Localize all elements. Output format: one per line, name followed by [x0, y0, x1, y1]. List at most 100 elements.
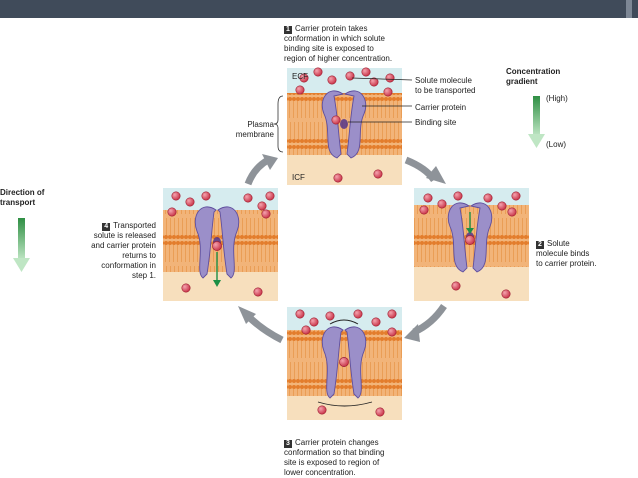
cycle-arrow-3-to-4: [245, 313, 284, 344]
solute-molecule: [325, 311, 335, 321]
membrane-brace: [273, 95, 284, 153]
carrier-protein-right: [343, 90, 367, 159]
cycle-arrow-1-to-2-head: [426, 166, 446, 184]
binding-site: [340, 119, 348, 129]
solute-molecule: [423, 193, 433, 203]
release-arrowhead: [213, 280, 221, 287]
panel-step-2: [414, 188, 529, 301]
solute-molecule: [383, 87, 393, 97]
plasma-membrane-label: Plasma membrane: [235, 120, 274, 139]
solute-molecule: [265, 191, 275, 201]
carrier-protein-left: [321, 326, 344, 399]
gradient-high-label: (High): [546, 94, 568, 103]
panel-step-3: [287, 307, 402, 420]
top-bar: [0, 0, 638, 18]
ecf-label: ECF: [292, 72, 308, 81]
cycle-arrow-2-to-3-head: [404, 324, 420, 342]
solute-molecule: [497, 201, 507, 211]
solute-molecule: [243, 193, 253, 203]
solute-molecule: [253, 287, 263, 297]
solute-leader: [351, 77, 413, 81]
solute-molecule: [313, 67, 323, 77]
solute-molecule: [212, 241, 222, 251]
icf-label: ICF: [292, 173, 305, 182]
carrier-protein-right: [469, 202, 493, 273]
solute-molecule: [261, 209, 271, 219]
solute-molecule: [419, 205, 429, 215]
gradient-low-label: (Low): [546, 140, 567, 149]
step-4-number: 4: [102, 223, 111, 231]
solute-molecule: [483, 193, 493, 203]
step-2-description: Solute molecule binds to carrier protein…: [536, 239, 597, 268]
solute-molecule: [295, 85, 305, 95]
solute-molecule: [181, 283, 191, 293]
icf-region: [287, 396, 402, 420]
direction-of-transport-arrowhead: [13, 258, 30, 272]
carrier-protein-label: Carrier protein: [415, 103, 467, 112]
solute-molecule: [451, 281, 461, 291]
solute-molecule: [465, 235, 475, 245]
direction-of-transport-arrow: [18, 218, 25, 260]
solute-molecule: [511, 191, 521, 201]
panel-step-1: [273, 67, 413, 185]
solute-molecule: [369, 77, 379, 87]
solute-molecule: [387, 327, 397, 337]
conformation-arrow-bottom: [317, 401, 373, 407]
solute-molecule: [339, 357, 349, 367]
panel-step-4: [163, 188, 278, 301]
solute-molecule: [185, 197, 195, 207]
icf-region: [163, 272, 278, 301]
solute-molecule: [301, 325, 311, 335]
solute-molecule: [507, 207, 517, 217]
binding-site-label: Binding site: [415, 118, 457, 127]
cycle-arrow-3-to-4-head: [238, 306, 256, 324]
concentration-gradient-arrowhead: [528, 134, 545, 148]
solute-molecule: [353, 309, 363, 319]
carrier-protein-left: [194, 206, 217, 279]
solute-molecule: [257, 201, 267, 211]
solute-molecule: [317, 405, 327, 415]
solute-molecule: [345, 71, 355, 81]
carrier-protein-left: [447, 202, 471, 273]
step-1-description: Carrier protein takes conformation in wh…: [284, 24, 393, 63]
top-bar-marker: [626, 0, 632, 18]
cycle-arrow-4-to-1-head: [262, 154, 278, 170]
solute-molecule: [387, 309, 397, 319]
solute-molecule: [501, 289, 511, 299]
icf-region: [414, 267, 529, 301]
carrier-protein-right: [344, 326, 367, 399]
direction-of-transport-title: Direction of transport: [0, 188, 45, 207]
cycle-arrow-2-to-3: [412, 304, 447, 336]
solute-molecule: [361, 67, 371, 77]
step-2-number: 2: [536, 241, 544, 249]
solute-molecule: [201, 191, 211, 201]
solute-molecule: [371, 317, 381, 327]
solute-molecule: [295, 309, 305, 319]
concentration-gradient-title: Concentration gradient: [506, 67, 561, 86]
solute-molecule: [327, 75, 337, 85]
conformation-arrow-top: [329, 319, 359, 325]
step-4-description: Transported solute is released and carri…: [91, 221, 156, 280]
solute-molecule: [373, 169, 383, 179]
solute-molecule: [309, 317, 319, 327]
binding-arrowhead: [466, 228, 474, 234]
solute-molecule: [333, 173, 343, 183]
solute-molecule: [453, 191, 463, 201]
step-3-number: 3: [284, 440, 292, 448]
cycle-arrow-4-to-1: [244, 156, 270, 186]
solute-molecule: [385, 73, 395, 83]
solute-molecule-label: Solute molecule to be transported: [415, 76, 476, 95]
solute-molecule: [437, 199, 447, 209]
solute-molecule: [171, 191, 181, 201]
carrier-protein-right: [217, 206, 240, 279]
solute-molecule: [167, 207, 177, 217]
step-3-description: Carrier protein changes conformation so …: [284, 438, 385, 477]
step-1-number: 1: [284, 26, 292, 34]
concentration-gradient-arrow: [533, 96, 540, 136]
solute-molecule: [331, 115, 341, 125]
